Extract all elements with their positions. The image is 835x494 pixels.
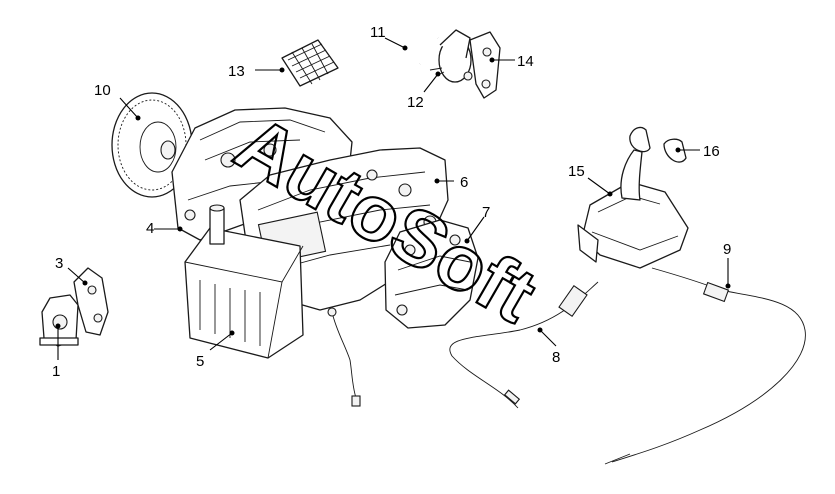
callout-12: 12 [407, 94, 424, 111]
callout-9: 9 [723, 241, 731, 258]
callout-13: 13 [228, 63, 245, 80]
callout-10: 10 [94, 82, 111, 99]
engine-mount [39, 294, 79, 347]
callout-15: 15 [568, 163, 585, 180]
callout-6: 6 [460, 174, 468, 191]
mount-bracket [73, 267, 109, 336]
callout-3: 3 [55, 255, 63, 272]
callout-16: 16 [703, 143, 720, 160]
leader-lines [57, 37, 729, 360]
callout-8: 8 [552, 349, 560, 366]
shift-lever-assembly [577, 126, 689, 269]
selector-cable [604, 267, 806, 465]
callout-1: 1 [52, 363, 60, 380]
leader-dots [55, 45, 731, 336]
callout-11: 11 [370, 24, 386, 41]
callout-7: 7 [482, 204, 490, 221]
oil-pan [184, 204, 304, 359]
solenoid-valve [429, 29, 473, 83]
rear-cover [384, 219, 479, 329]
oil-filter [281, 39, 339, 87]
callout-14: 14 [517, 53, 534, 70]
callout-4: 4 [146, 220, 154, 237]
breather-hose [397, 33, 439, 71]
solenoid-bracket [469, 31, 501, 99]
shift-cable [449, 281, 599, 409]
shift-knob [663, 138, 687, 163]
callout-5: 5 [196, 353, 204, 370]
